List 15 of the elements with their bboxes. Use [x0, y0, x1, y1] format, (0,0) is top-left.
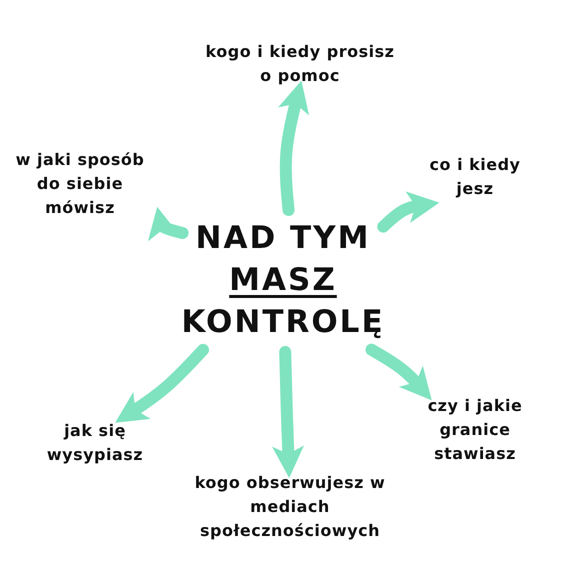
- topic-text: w jaki sposób do siebie mówisz: [14, 149, 146, 219]
- topic-text: jak się wysypiasz: [46, 420, 144, 466]
- topic-text: czy i jakie granice stawiasz: [426, 395, 524, 465]
- curved-arrow: [377, 191, 440, 233]
- curved-arrow: [115, 344, 210, 423]
- heading-line: NAD TYM: [196, 219, 370, 258]
- curved-arrow: [148, 206, 189, 242]
- curved-arrow: [272, 346, 304, 478]
- topic-text: kogo i kiedy prosisz o pomoc: [205, 41, 395, 87]
- curved-arrow: [278, 80, 310, 216]
- curved-arrow: [366, 344, 432, 400]
- heading-line: KONTROLĘ: [181, 302, 385, 342]
- heading-line: MASZ: [229, 261, 337, 300]
- topic-text: co i kiedy jesz: [428, 154, 522, 200]
- topic-text: kogo obserwujesz w mediach społecznościowych: [194, 472, 386, 542]
